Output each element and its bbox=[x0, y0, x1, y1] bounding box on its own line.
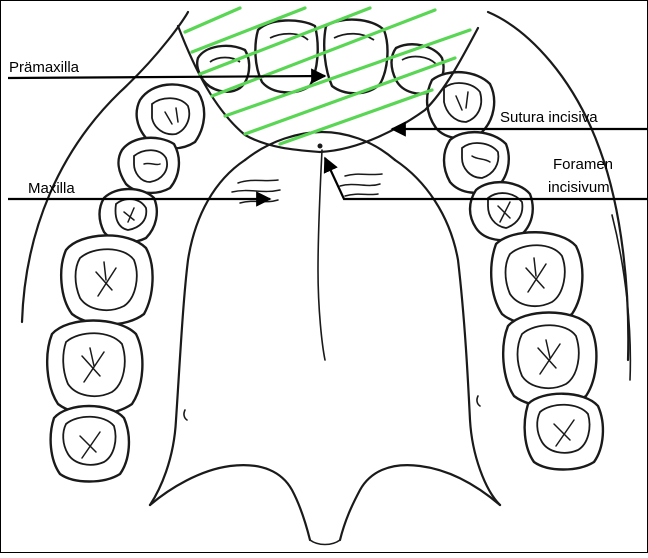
label-foramen-line2: incisivum bbox=[548, 179, 610, 196]
right-teeth bbox=[427, 72, 603, 469]
label-praemaxilla: Prämaxilla bbox=[9, 59, 80, 76]
palate-mark-right bbox=[477, 396, 480, 406]
label-foramen-line1: Foramen bbox=[553, 156, 613, 173]
tooth-premolar-left-1 bbox=[119, 138, 179, 193]
label-sutura-incisiva: Sutura incisiva bbox=[500, 109, 598, 126]
left-teeth bbox=[47, 84, 204, 481]
palate-outline bbox=[150, 160, 500, 505]
palatine-raphe bbox=[318, 150, 325, 360]
posterior-outline bbox=[150, 465, 500, 540]
tooth-premolar-right-2 bbox=[470, 182, 533, 240]
label-maxilla: Maxilla bbox=[28, 180, 75, 197]
palate-mark-left bbox=[184, 410, 187, 420]
uvula-outline bbox=[310, 540, 340, 545]
tooth-molar-left-2 bbox=[47, 321, 142, 415]
